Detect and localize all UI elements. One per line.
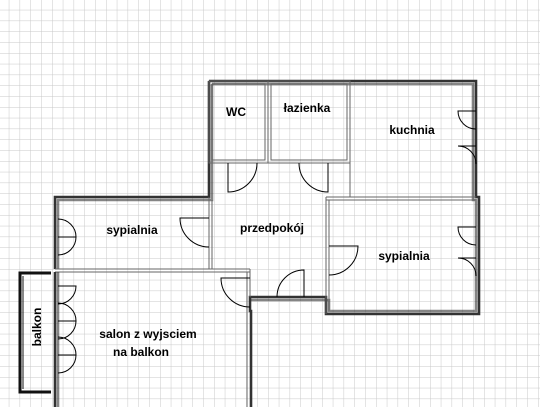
doors <box>179 162 359 308</box>
room-label-salon-line1: salon z wyjsciem <box>99 327 196 341</box>
room-label-sypialnia-right: sypialnia <box>378 249 430 263</box>
room-label-sypialnia-left: sypialnia <box>106 223 158 237</box>
windows <box>57 110 477 374</box>
balcony-walls <box>18 271 51 394</box>
room-label-salon-line2: na balkon <box>113 345 169 359</box>
room-label-kuchnia: kuchnia <box>389 123 435 137</box>
room-label-wc: WC <box>226 105 246 119</box>
room-label-lazienka: łazienka <box>284 101 331 115</box>
room-label-przedpokoj: przedpokój <box>240 221 304 235</box>
room-label-balkon: balkon <box>30 308 44 347</box>
interior-walls <box>55 80 476 407</box>
